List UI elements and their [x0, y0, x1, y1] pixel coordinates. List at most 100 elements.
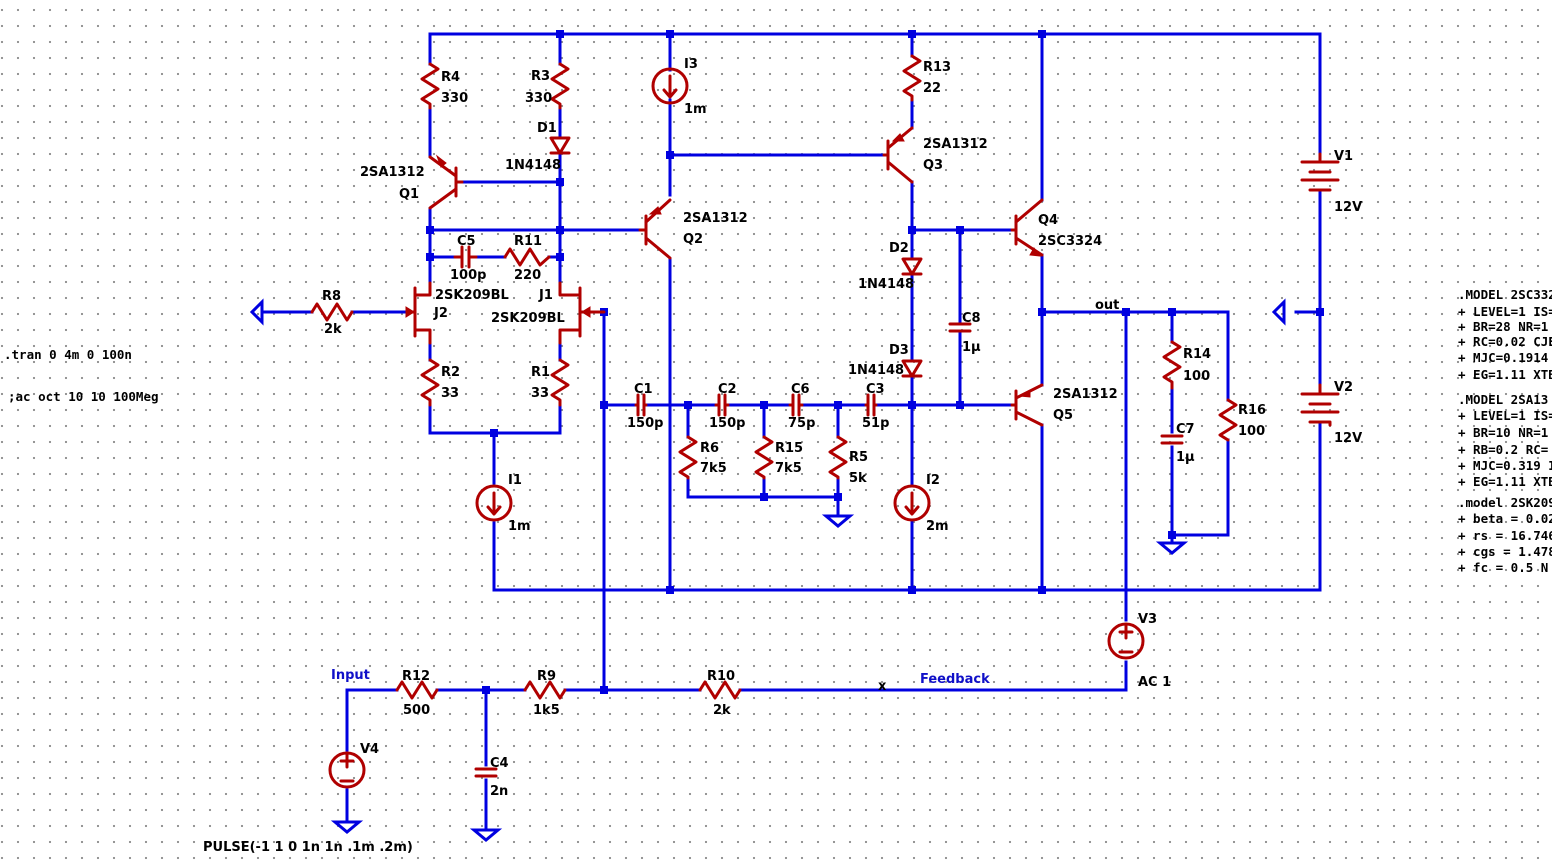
c2-value: 150p	[709, 416, 745, 431]
c5-name: C5	[457, 234, 476, 249]
resistor-r13[interactable]	[902, 54, 922, 102]
model-line: + EG=1.11 XTB	[1458, 367, 1552, 382]
r10-value: 2k	[713, 703, 731, 718]
resistor-r16[interactable]	[1218, 398, 1238, 442]
transistor-q1[interactable]	[428, 154, 464, 210]
resistor-r1[interactable]	[550, 358, 570, 407]
r16-value: 100	[1238, 424, 1265, 439]
j2-value: 2SK209BL	[435, 288, 509, 303]
d1-name: D1	[537, 121, 557, 136]
model-line: + rs = 16.746	[1458, 528, 1552, 543]
resistor-r6[interactable]	[678, 435, 698, 480]
c1-value: 150p	[627, 416, 663, 431]
transistor-q4[interactable]	[1010, 198, 1044, 257]
current-source-i3[interactable]	[651, 67, 689, 105]
capacitor-c8[interactable]	[948, 322, 972, 333]
v3-name: V3	[1138, 612, 1157, 627]
capacitor-c5[interactable]	[453, 245, 478, 269]
capacitor-c6[interactable]	[788, 393, 804, 417]
r5-name: R5	[849, 450, 868, 465]
current-source-i1[interactable]	[475, 484, 513, 522]
capacitor-c2[interactable]	[714, 393, 730, 417]
model-line: + MJC=0.1914	[1458, 350, 1548, 365]
resistor-r15[interactable]	[754, 435, 774, 480]
q3-value: 2SA1312	[923, 137, 988, 152]
diode-d2[interactable]	[901, 257, 923, 276]
net-label-input: Input	[331, 668, 370, 683]
i1-value: 1m	[508, 519, 531, 534]
r2-value: 33	[441, 386, 459, 401]
r15-value: 7k5	[775, 461, 802, 476]
r11-value: 220	[514, 268, 541, 283]
q4-value: 2SC3324	[1038, 234, 1102, 249]
d3-name: D3	[889, 343, 909, 358]
i2-name: I2	[926, 473, 940, 488]
q5-value: 2SA1312	[1053, 387, 1118, 402]
voltage-source-v4[interactable]	[328, 751, 366, 789]
v4-value: PULSE(-1 1 0 1n 1n .1m .2m)	[203, 840, 413, 855]
r8-value: 2k	[324, 322, 342, 337]
diode-d3[interactable]	[901, 359, 923, 378]
c7-name: C7	[1176, 422, 1195, 437]
q1-value: 2SA1312	[360, 165, 425, 180]
c6-value: 75p	[788, 416, 815, 431]
r5-value: 5k	[849, 471, 867, 486]
resistor-r4[interactable]	[420, 62, 440, 110]
resistor-r8[interactable]	[310, 302, 354, 322]
j1-name: J1	[538, 288, 553, 303]
r12-value: 500	[403, 703, 430, 718]
net-label-out: out	[1095, 298, 1119, 313]
r12-name: R12	[402, 669, 430, 684]
q5-name: Q5	[1053, 408, 1073, 423]
transistor-q3[interactable]	[882, 126, 914, 184]
transistor-q2[interactable]	[638, 198, 672, 260]
model-line: .MODEL 2SA13	[1458, 392, 1548, 407]
resistor-r10[interactable]	[698, 680, 742, 700]
resistor-r2[interactable]	[420, 358, 440, 407]
q4-name: Q4	[1038, 213, 1058, 228]
c4-name: C4	[490, 756, 509, 771]
model-line: .model 2SK209	[1458, 495, 1552, 510]
model-line: .MODEL 2SC332	[1458, 287, 1552, 302]
jfet-j1[interactable]	[558, 281, 606, 345]
net-label-feedback: Feedback	[920, 672, 990, 687]
r4-name: R4	[441, 70, 460, 85]
r3-name: R3	[531, 69, 550, 84]
d2-value: 1N4148	[858, 277, 914, 292]
jfet-j2[interactable]	[405, 281, 432, 345]
component-labels: R4 330 R3 330 D1 1N4148 I3 1m R13 22 2SA…	[203, 57, 1362, 855]
r8-name: R8	[322, 289, 341, 304]
v1-name: V1	[1334, 149, 1353, 164]
resistor-r12[interactable]	[395, 680, 439, 700]
resistor-r5[interactable]	[828, 435, 848, 480]
diode-d1[interactable]	[549, 136, 571, 155]
resistor-r11[interactable]	[503, 247, 551, 267]
r1-value: 33	[531, 386, 549, 401]
r6-name: R6	[700, 441, 719, 456]
current-source-i2[interactable]	[893, 484, 931, 522]
capacitor-c7[interactable]	[1160, 434, 1184, 445]
battery-v1[interactable]	[1300, 152, 1340, 192]
model-line: + MJC=0.319 I	[1458, 458, 1552, 473]
c8-value: 1µ	[962, 340, 981, 355]
transistor-q5[interactable]	[1010, 383, 1044, 427]
v2-name: V2	[1334, 380, 1353, 395]
battery-v2[interactable]	[1300, 383, 1340, 427]
resistor-r3[interactable]	[550, 62, 570, 110]
c2-name: C2	[718, 382, 737, 397]
model-line: + RB=0.2 RC=	[1458, 442, 1548, 457]
ground-symbols	[249, 298, 1286, 842]
r15-name: R15	[775, 441, 803, 456]
r2-name: R2	[441, 365, 460, 380]
capacitor-c1[interactable]	[634, 393, 648, 417]
capacitor-c3[interactable]	[864, 393, 878, 417]
voltage-source-v3[interactable]	[1107, 622, 1145, 660]
model-line: + BR=28 NR=1	[1458, 319, 1548, 334]
model-line: + LEVEL=1 IS=	[1458, 408, 1552, 423]
resistor-r14[interactable]	[1162, 340, 1182, 390]
capacitor-c4[interactable]	[474, 767, 498, 778]
model-line: + RC=0.02 CJE	[1458, 334, 1552, 349]
resistor-r9[interactable]	[523, 680, 567, 700]
i3-name: I3	[684, 57, 698, 72]
